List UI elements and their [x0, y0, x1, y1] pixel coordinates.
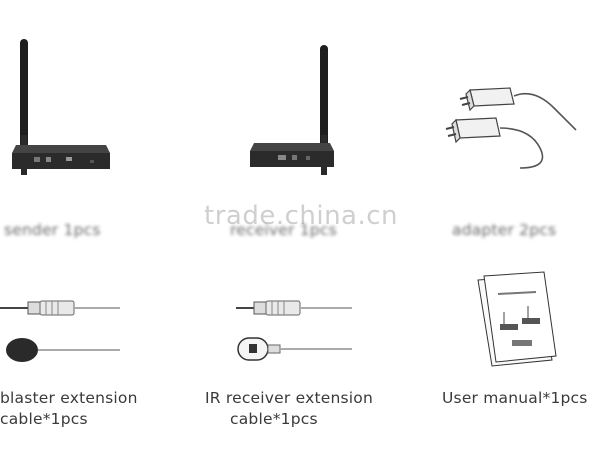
- adapter-image: [445, 87, 577, 169]
- watermark: trade.china.cn: [204, 201, 399, 231]
- user-manual-image: [477, 271, 557, 367]
- blaster-caption-line1: blaster extension: [0, 389, 138, 407]
- adapter-caption: adapter 2pcs: [452, 221, 557, 239]
- sender-device-image: [12, 39, 110, 175]
- blaster-caption-line2: cable*1pcs: [0, 410, 88, 428]
- sender-caption: sender 1pcs: [4, 221, 101, 239]
- ir-receiver-caption-line1: IR receiver extension: [205, 389, 373, 407]
- ir-receiver-cable-image: [236, 300, 352, 361]
- receiver-device-image: [250, 45, 334, 175]
- user-manual-caption: User manual*1pcs: [442, 389, 588, 407]
- ir-blaster-cable-image: [0, 300, 120, 362]
- receiver-caption: receiver 1pcs: [230, 221, 337, 239]
- ir-receiver-caption-line2: cable*1pcs: [230, 410, 318, 428]
